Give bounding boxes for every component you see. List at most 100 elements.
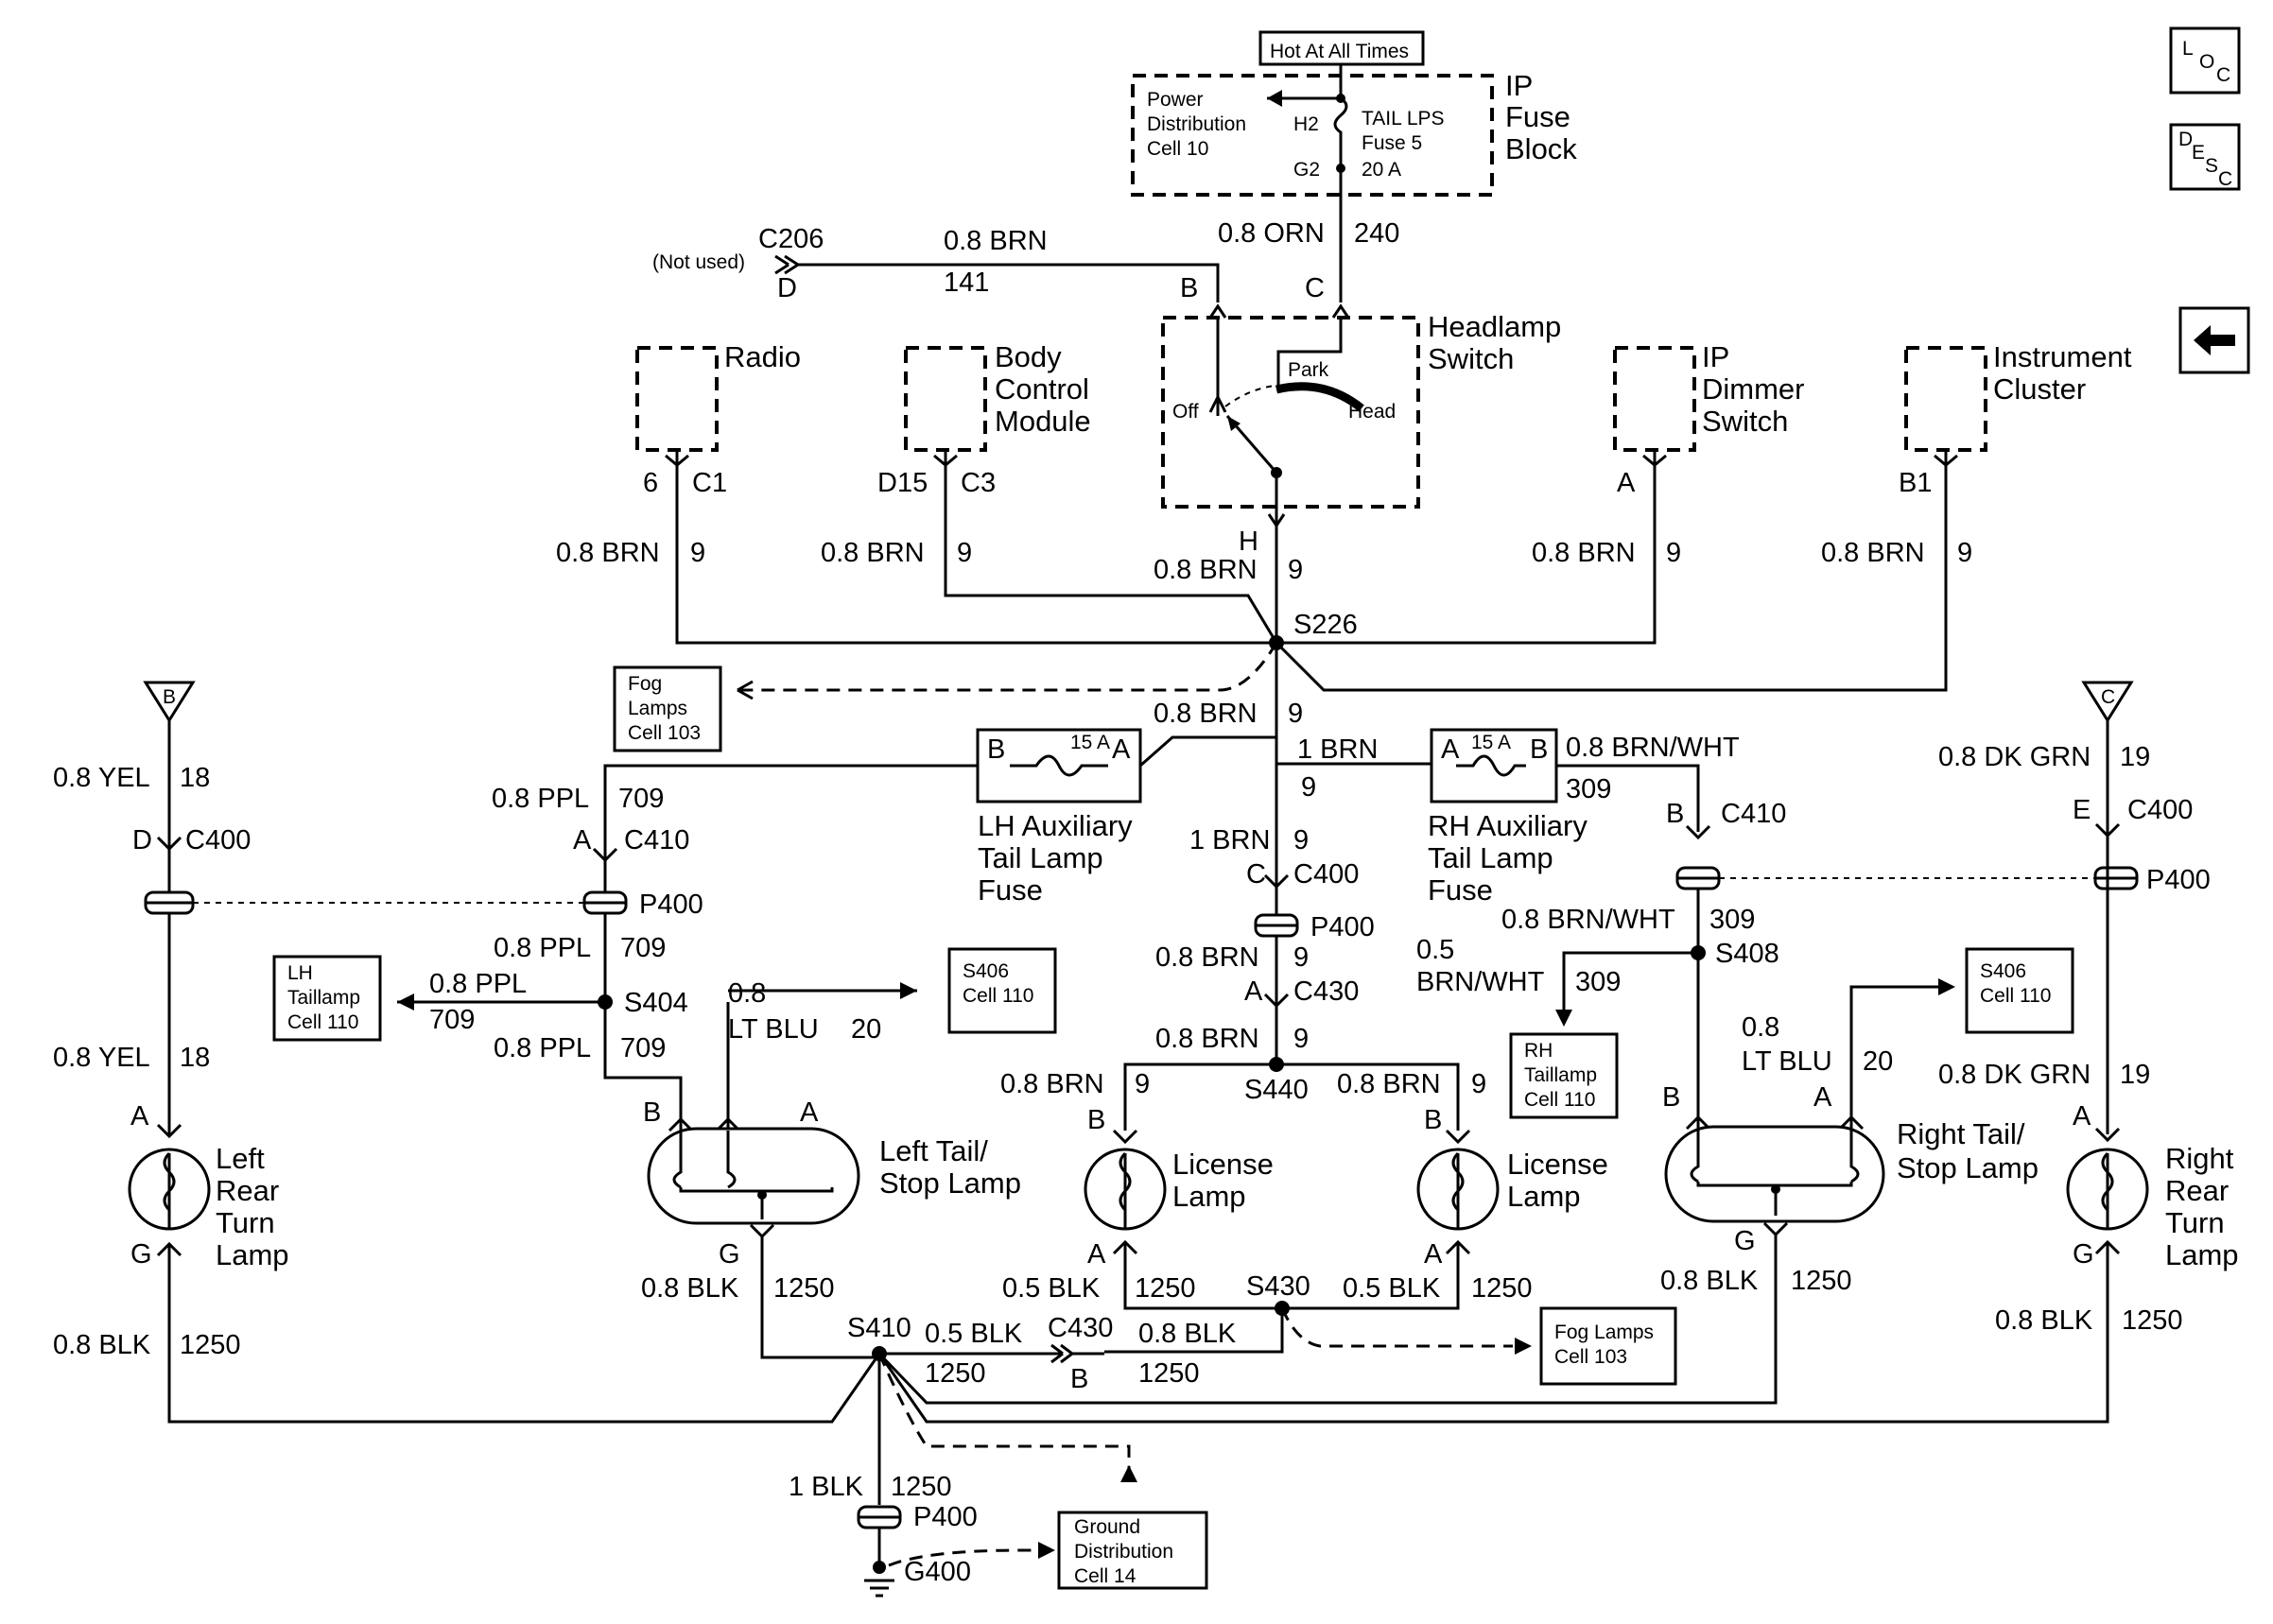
- diagram-label: Radio: [724, 340, 801, 373]
- diagram-label: C: [2218, 168, 2232, 190]
- diagram-label: 0.8 BRN: [1821, 538, 1925, 568]
- offpage-c[interactable]: C: [2081, 681, 2134, 723]
- diagram-label: Park: [1288, 359, 1329, 381]
- lh-taillamp-ref[interactable]: LH Taillamp Cell 110: [272, 955, 382, 1042]
- diagram-label: 1250: [1138, 1358, 1200, 1389]
- diagram-label: 0.8 BRN: [556, 538, 660, 568]
- diagram-label: Rear: [216, 1174, 279, 1207]
- diagram-label: 0.8 DK GRN: [1938, 1060, 2091, 1090]
- diagram-label: H2: [1293, 113, 1319, 135]
- diagram-label: C400: [2127, 795, 2193, 825]
- diagram-label: B: [1180, 273, 1198, 303]
- diagram-label: 0.8 BRN: [1337, 1069, 1441, 1099]
- diagram-label: Taillamp: [287, 987, 360, 1009]
- p400-bottom-connector: [857, 1505, 902, 1529]
- diagram-label: Cell 110: [1980, 985, 2052, 1007]
- diagram-label: 9: [1288, 555, 1303, 585]
- diagram-label: Rear: [2165, 1174, 2229, 1207]
- diagram-label: 0.8 BRN: [1154, 699, 1258, 729]
- diagram-label: 18: [180, 763, 210, 793]
- diagram-label: 18: [180, 1043, 210, 1073]
- diagram-label: 0.8 BRN: [1155, 942, 1259, 973]
- diagram-label: IP: [1702, 340, 1729, 373]
- diagram-label: A: [1441, 734, 1460, 765]
- diagram-label: B: [987, 734, 1005, 765]
- headlamp-switch: Off Park Head Headlamp Switch: [1161, 303, 1561, 529]
- diagram-label: B1: [1899, 468, 1932, 498]
- fog-lamps-ref-bottom[interactable]: Fog Lamps Cell 103: [1539, 1306, 1677, 1386]
- diagram-label: G: [719, 1239, 740, 1270]
- diagram-label: B: [163, 686, 176, 708]
- diagram-label: D: [2178, 129, 2193, 150]
- diagram-label: Lamp: [2165, 1238, 2239, 1271]
- diagram-label: Fuse: [1505, 100, 1570, 133]
- diagram-label: 0.8 BRN: [1155, 1024, 1259, 1054]
- diagram-label: Power: [1147, 89, 1204, 111]
- s406-ref-right[interactable]: S406 Cell 110: [1965, 947, 2074, 1034]
- diagram-label: 0.8 BLK: [53, 1330, 151, 1360]
- diagram-label: Stop Lamp: [879, 1166, 1021, 1200]
- rh-taillamp-ref[interactable]: RH Taillamp Cell 110: [1509, 1032, 1619, 1119]
- back-button[interactable]: [2178, 306, 2250, 374]
- diagram-label: Instrument: [1993, 340, 2132, 373]
- left-tail-stop-lamp: Left Tail/ Stop Lamp: [647, 1116, 1021, 1239]
- diagram-label: License: [1172, 1148, 1274, 1181]
- diagram-label: B: [1530, 734, 1548, 765]
- diagram-label: Lamp: [1172, 1180, 1246, 1213]
- body-control-module: Body Control Module: [904, 340, 1091, 452]
- diagram-label: Cell 110: [1524, 1089, 1596, 1111]
- diagram-label: 0.8 BRN: [821, 538, 925, 568]
- diagram-label: A: [2073, 1101, 2091, 1132]
- diagram-label: C3: [961, 468, 996, 498]
- diagram-label: C400: [185, 825, 251, 855]
- diagram-label: 240: [1354, 218, 1399, 249]
- diagram-label: Off: [1172, 401, 1199, 423]
- diagram-label: E: [2192, 142, 2205, 164]
- diagram-label: 0.8 YEL: [53, 1043, 150, 1073]
- fog-lamps-ref-top[interactable]: Fog Lamps Cell 103: [613, 665, 722, 752]
- diagram-label: 1250: [1471, 1273, 1533, 1304]
- s406-ref-left[interactable]: S406 Cell 110: [947, 947, 1057, 1034]
- diagram-label: 0.8 BRN/WHT: [1501, 905, 1675, 935]
- p400-center-left-connector: [582, 890, 628, 915]
- diagram-label: Headlamp: [1428, 310, 1561, 343]
- diagram-label: Cluster: [1993, 372, 2086, 406]
- desc-button[interactable]: D E S C: [2169, 123, 2241, 191]
- diagram-label: Module: [995, 405, 1091, 438]
- diagram-label: 0.8 BLK: [1138, 1319, 1237, 1349]
- diagram-label: 709: [618, 784, 664, 814]
- diagram-label: 0.8 BRN: [1000, 1069, 1104, 1099]
- back-arrow-icon: [2194, 325, 2235, 355]
- diagram-label: 0.8: [728, 978, 766, 1009]
- diagram-label: 0.8 PPL: [492, 784, 589, 814]
- diagram-label: 0.5 BLK: [1002, 1273, 1101, 1304]
- diagram-label: 20: [851, 1014, 881, 1045]
- diagram-label: S410: [847, 1313, 911, 1343]
- diagram-label: Lamp: [216, 1238, 289, 1271]
- diagram-label: Body: [995, 340, 1062, 373]
- diagram-label: 309: [1709, 905, 1755, 935]
- diagram-label: S406: [1980, 960, 2026, 982]
- diagram-label: Switch: [1428, 342, 1514, 375]
- diagram-label: LT BLU: [1742, 1046, 1832, 1077]
- loc-button[interactable]: L O C: [2169, 26, 2241, 95]
- diagram-label: 141: [944, 268, 989, 298]
- diagram-label: 309: [1575, 967, 1621, 997]
- diagram-label: Head: [1348, 401, 1396, 423]
- diagram-label: B: [643, 1097, 661, 1128]
- diagram-label: Stop Lamp: [1897, 1151, 2039, 1184]
- diagram-label: Fuse: [1428, 873, 1493, 907]
- lh-aux-tail-lamp-fuse: B 15 A A LH Auxiliary Tail Lamp Fuse: [976, 728, 1142, 907]
- diagram-label: 0.8 BLK: [1660, 1266, 1759, 1296]
- diagram-label: 9: [1135, 1069, 1150, 1099]
- diagram-label: Cell 103: [628, 722, 701, 744]
- diagram-label: 1250: [891, 1472, 952, 1502]
- offpage-b[interactable]: B: [143, 681, 196, 723]
- diagram-label: H: [1239, 527, 1258, 557]
- diagram-label: B: [1070, 1364, 1088, 1394]
- diagram-label: 9: [1293, 942, 1309, 973]
- diagram-label: C400: [1293, 859, 1359, 890]
- diagram-label: 0.8 ORN: [1218, 218, 1325, 249]
- ground-distribution-ref[interactable]: Ground Distribution Cell 14: [1057, 1511, 1208, 1590]
